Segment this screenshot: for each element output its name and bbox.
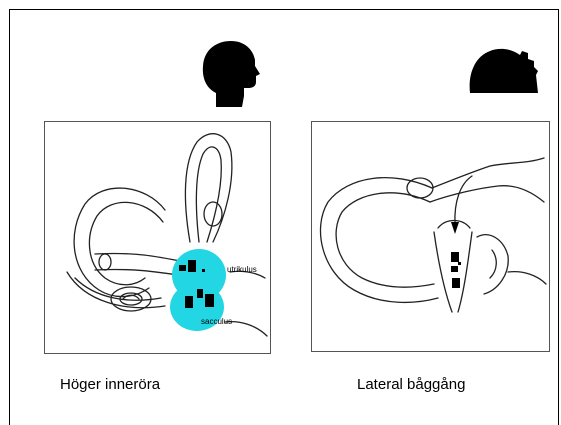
caption-lateral-canal: Lateral båggång — [357, 376, 465, 393]
caption-inner-ear: Höger inneröra — [60, 376, 160, 393]
utrikulus-label: utrikulus — [227, 265, 257, 274]
canal-crystals — [451, 252, 461, 288]
inner-ear-panel: utrikulus sacculus — [44, 121, 271, 354]
head-profile-supine-icon — [468, 45, 540, 95]
flow-arrow-head — [451, 222, 459, 234]
inner-ear-illustration: utrikulus sacculus — [45, 122, 270, 353]
lateral-canal-panel — [311, 121, 550, 352]
head-profile-upright-icon — [198, 38, 264, 108]
sacculus-label: sacculus — [201, 317, 232, 326]
lateral-canal-illustration — [312, 122, 549, 351]
